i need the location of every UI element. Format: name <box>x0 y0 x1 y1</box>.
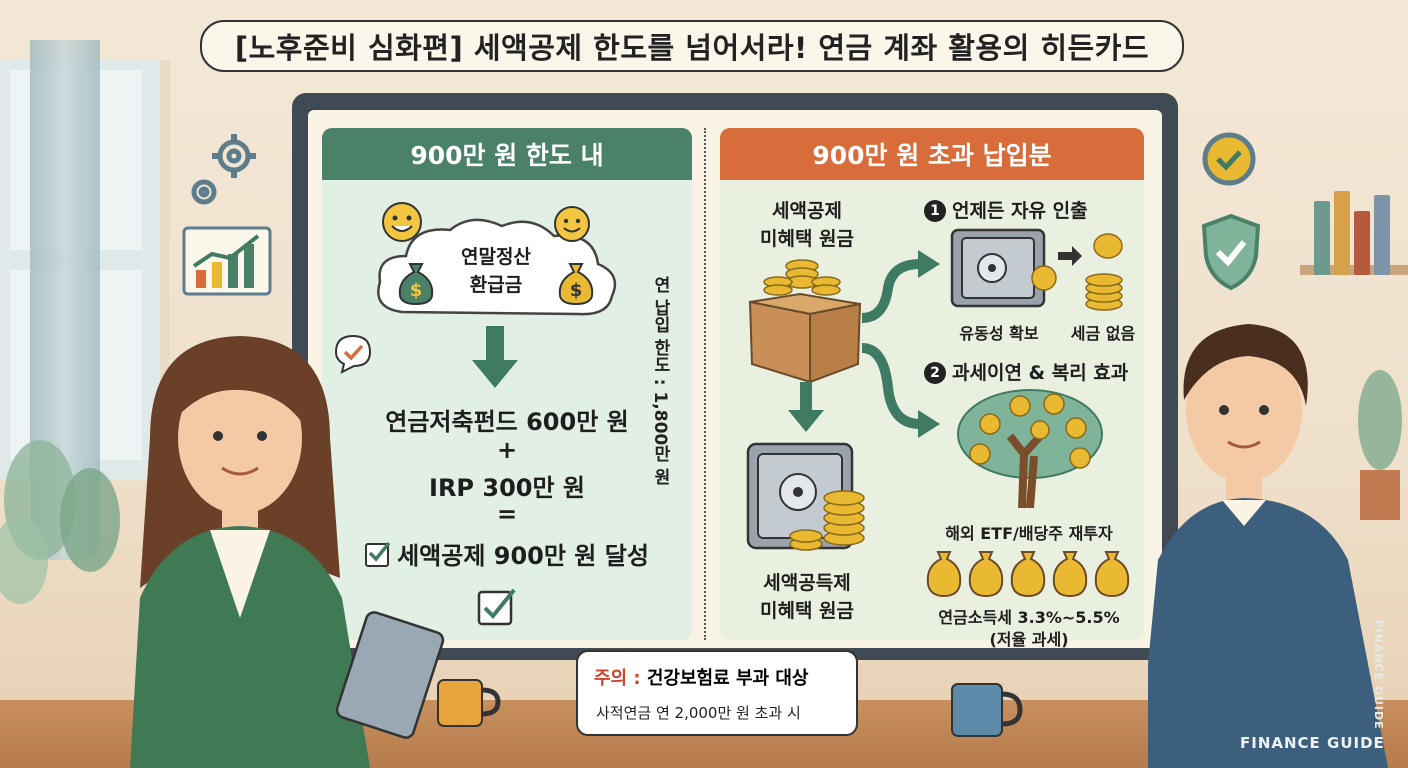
deduction-result: 세액공제 900만 원 달성 <box>338 536 676 571</box>
smiley-icon <box>554 206 590 242</box>
option1-number: 1 <box>924 200 946 222</box>
no-tax-label: 세금 없음 <box>1070 324 1136 343</box>
money-tree-icon <box>957 389 1103 508</box>
refund-cloud <box>377 218 617 316</box>
safe-label-line2: 미혜택 원금 <box>759 600 854 622</box>
shield-check-icon <box>1201 213 1261 291</box>
safe-label-line1: 세액공득제 <box>763 572 851 594</box>
option2-title: 2 과세이연 & 복리 효과 <box>924 358 1138 385</box>
mug-icon <box>437 679 501 727</box>
page-title: [노후준비 심화편] 세액공제 한도를 넘어서라! 연금 계좌 활용의 히든카드 <box>200 20 1184 72</box>
option2-title-text: 과세이연 & 복리 효과 <box>952 362 1129 384</box>
woman-illustration <box>130 336 370 768</box>
right-panel-header: 900만 원 초과 납입분 <box>720 128 1144 180</box>
svg-text:$: $ <box>410 280 423 301</box>
option1-title-text: 언제든 자유 인출 <box>952 200 1088 222</box>
panel-divider <box>704 128 706 640</box>
left-panel-header: 900만 원 한도 내 <box>322 128 692 180</box>
gear-check-icon <box>1202 132 1256 186</box>
notice-line2: 사적연금 연 2,000만 원 초과 시 <box>596 704 801 722</box>
option1-title: 1 언제든 자유 인출 <box>924 196 1124 223</box>
money-bag-icon: $ <box>558 263 594 306</box>
liquidity-label: 유동성 확보 <box>959 324 1039 343</box>
smiley-icon <box>382 202 422 242</box>
box-label-line1: 세액공제 <box>772 200 842 222</box>
notice-line1: 주의 : 건강보험료 부과 대상 <box>594 664 808 690</box>
man-illustration <box>1148 324 1388 768</box>
gear-icon <box>191 134 256 205</box>
cloud-label-line1: 연말정산 <box>461 246 531 268</box>
irp-line: IRP 300만 원 <box>429 474 585 502</box>
notice-warning: 주의 : <box>594 668 641 689</box>
coin-box-icon <box>748 259 862 384</box>
tablet-icon <box>335 611 445 739</box>
option2-number: 2 <box>924 362 946 384</box>
background-plant-right <box>1358 370 1402 520</box>
checkbox-icon <box>477 588 516 626</box>
plus-sign: + <box>496 436 518 464</box>
pension-tax-line2: (저율 과세) <box>989 630 1069 649</box>
chat-check-icon <box>334 334 372 374</box>
checkbox-icon <box>365 541 391 567</box>
branch-arrows <box>861 250 940 438</box>
reinvest-label: 해외 ETF/배당주 재투자 <box>945 524 1113 543</box>
money-bags-row <box>926 551 1130 598</box>
arrow-down-icon <box>788 382 824 432</box>
pension-fund-line: 연금저축펀드 600만 원 <box>385 408 629 436</box>
vault-coins-icon <box>746 442 865 551</box>
brand-watermark-vertical: FINANCE GUIDE <box>1372 620 1385 730</box>
cloud-label-line2: 환급금 <box>469 274 523 296</box>
equals-sign: = <box>496 500 518 528</box>
notice-title: 건강보험료 부과 대상 <box>646 668 809 689</box>
coin-stack-icon <box>1058 233 1123 311</box>
svg-text:$: $ <box>570 280 583 301</box>
brand-watermark: FINANCE GUIDE <box>1240 734 1385 752</box>
mug-icon <box>951 683 1023 737</box>
arrow-down-icon <box>472 326 518 388</box>
pension-tax-line1: 연금소득세 3.3%~5.5% <box>938 608 1120 627</box>
background-plant-left <box>0 440 120 604</box>
growth-chart-icon <box>182 226 272 296</box>
safe-icon <box>950 228 1057 308</box>
background-shelf <box>1300 191 1408 275</box>
notice-box: 주의 : 건강보험료 부과 대상 사적연금 연 2,000만 원 초과 시 <box>576 650 858 736</box>
box-label-line2: 미혜택 원금 <box>759 228 854 250</box>
deduction-result-text: 세액공제 900만 원 달성 <box>397 542 649 570</box>
money-bag-icon: $ <box>398 263 434 306</box>
annual-limit-label: 연 납입 한도 : 1,800만 원 <box>650 276 670 486</box>
